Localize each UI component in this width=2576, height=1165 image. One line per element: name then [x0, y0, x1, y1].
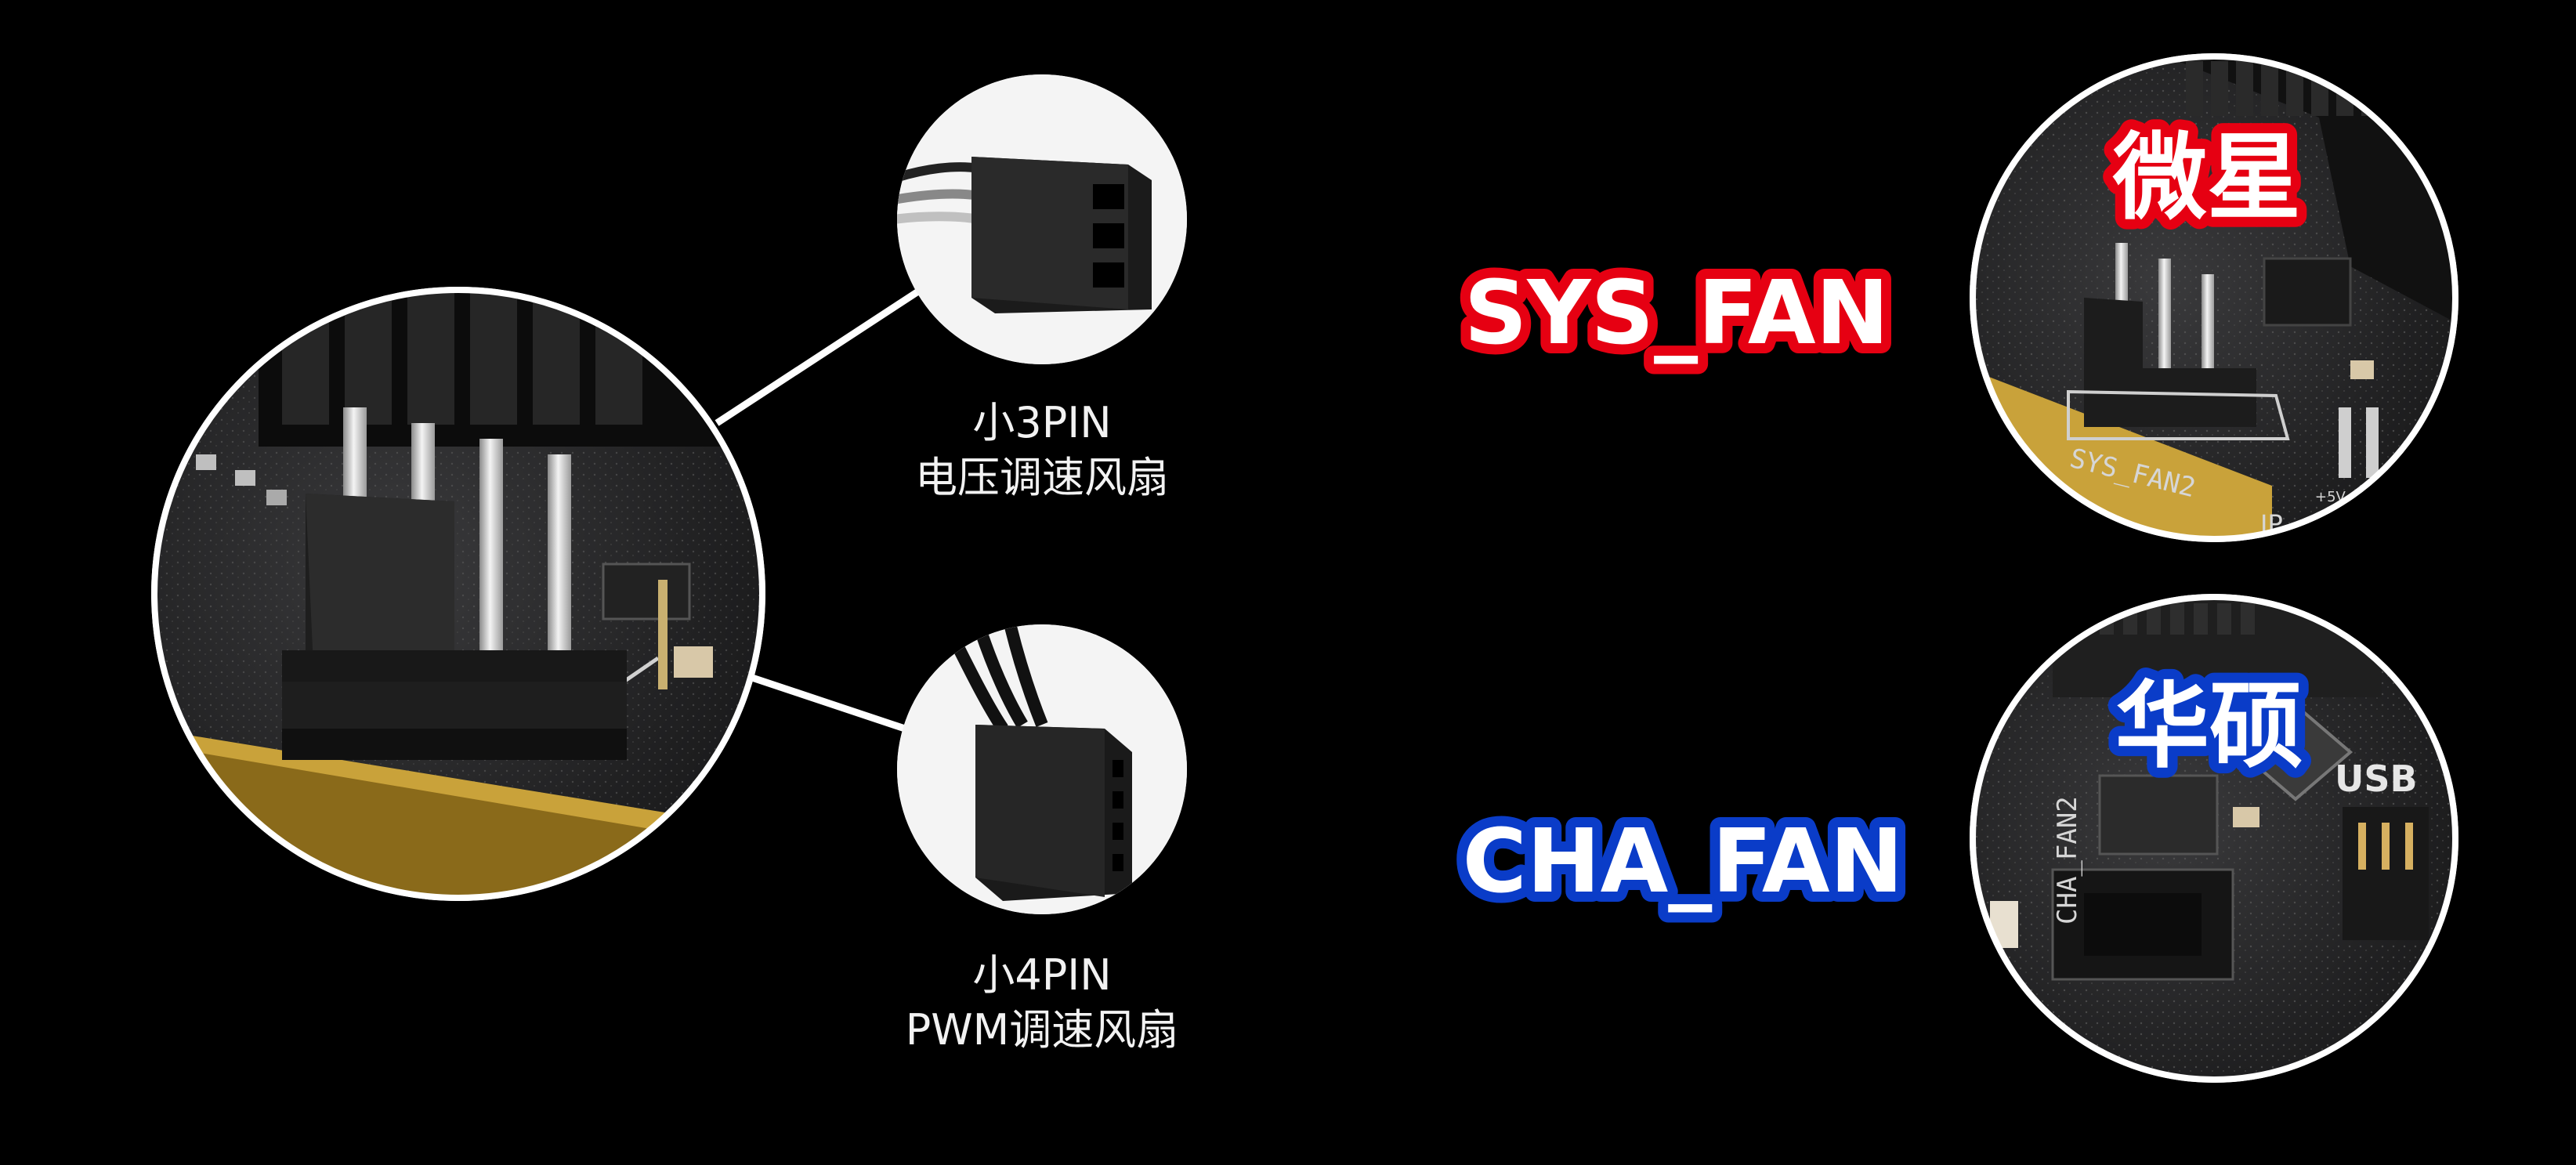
motherboard-header-photo	[151, 287, 765, 901]
msi-header-photo: SYS_FAN2 +5V JP	[1970, 53, 2458, 542]
silkscreen-cha-fan2: CHA_FAN2	[2052, 796, 2083, 924]
caption-4pin-desc: PWM调速风扇	[905, 1005, 1179, 1055]
cha-fan-label: CHA_FAN	[1463, 811, 1904, 913]
caption-3pin: 小3PIN 电压调速风扇	[877, 396, 1207, 505]
caption-4pin-name: 小4PIN	[972, 950, 1112, 1000]
caption-3pin-desc: 电压调速风扇	[915, 453, 1169, 502]
caption-4pin: 小4PIN PWM调速风扇	[862, 948, 1222, 1058]
leader-line-3pin	[715, 287, 923, 426]
brand-msi-label: 微星	[2112, 124, 2301, 233]
3pin-connector-photo	[897, 74, 1187, 364]
sys-fan-label: SYS_FAN	[1464, 262, 1890, 364]
silkscreen-usb: USB	[2335, 758, 2418, 800]
leader-line-4pin	[739, 670, 918, 736]
asus-header-photo: CHA_FAN2 USB	[1970, 594, 2458, 1083]
brand-asus-label: 华硕	[2115, 672, 2303, 781]
caption-3pin-name: 小3PIN	[972, 398, 1112, 447]
4pin-connector-photo	[897, 624, 1187, 914]
